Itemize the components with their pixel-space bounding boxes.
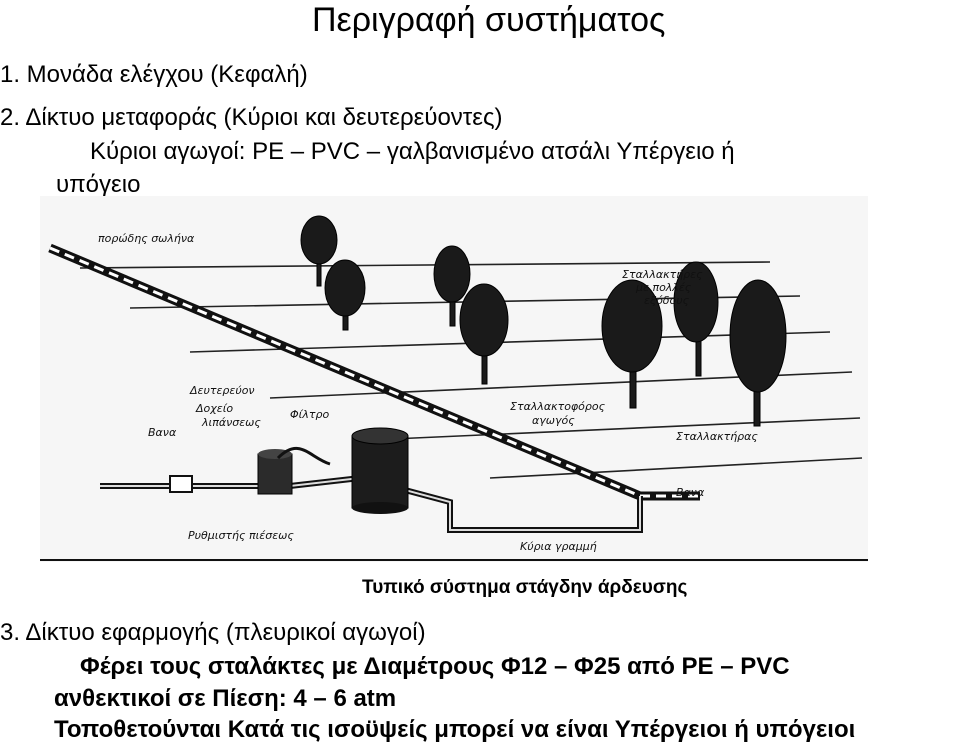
item-1-heading: 1. Μονάδα ελέγχου (Κεφαλή) [0, 60, 308, 90]
item-3-line-3: Τοποθετούνται Κατά τις ισοϋψείς μπορεί ν… [54, 715, 855, 745]
label-dripper: Σταλλακτήρας [676, 430, 758, 443]
label-drippers-multi-1: Σταλλακτήρες [622, 268, 703, 281]
label-valve-right: Βανα [676, 486, 705, 499]
label-drip-pipe-2: αγωγός [532, 414, 575, 427]
label-drip-pipe-1: Σταλλακτοφόρος [510, 400, 606, 413]
label-valve-left: Βανα [148, 426, 177, 439]
label-porous-pipe: πορώδης σωλήνα [98, 232, 195, 245]
label-drippers-multi-2: με πολλές [635, 281, 692, 294]
label-filter: Φίλτρο [290, 408, 329, 421]
figure-caption: Τυπικό σύστημα στάγδην άρδευσης [362, 576, 687, 600]
filter-tank [352, 428, 408, 514]
pressure-regulator [170, 476, 192, 492]
item-2-line-1: Κύριοι αγωγοί: PE – PVC – γαλβανισμένο α… [90, 137, 735, 167]
label-tank-1: Δοχείο [195, 402, 233, 415]
item-3-line-2: ανθεκτικοί σε Πίεση: 4 – 6 atm [54, 684, 396, 714]
label-drippers-multi-3: εξόδους [644, 294, 690, 307]
label-secondary: Δευτερεύον [189, 384, 255, 397]
item-2-heading: 2. Δίκτυο μεταφοράς (Κύριοι και δευτερεύ… [0, 103, 503, 133]
item-3-heading: 3. Δίκτυο εφαρμογής (πλευρικοί αγωγοί) [0, 618, 426, 648]
label-regulator: Ρυθμιστής πιέσεως [188, 529, 294, 542]
label-main-line: Κύρια γραμμή [520, 540, 597, 553]
label-tank-2: λιπάνσεως [201, 416, 261, 429]
item-3-line-1: Φέρει τους σταλάκτες με Διαμέτρους Φ12 –… [80, 652, 790, 682]
drip-irrigation-diagram: πορώδης σωλήνα Σταλλακτήρες με πολλές εξ… [40, 196, 868, 562]
page-title: Περιγραφή συστήματος [312, 0, 665, 40]
